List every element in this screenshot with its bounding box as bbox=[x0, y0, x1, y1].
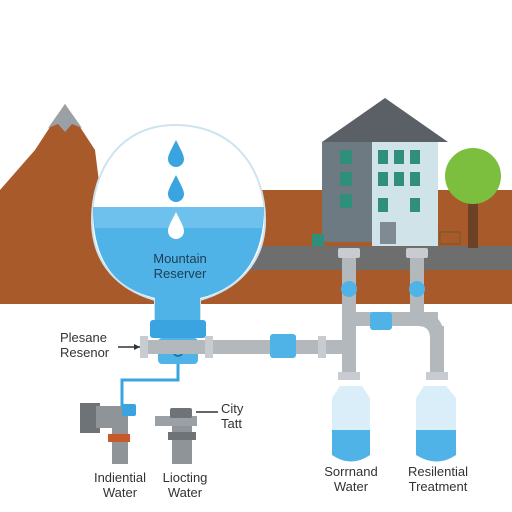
tank-icon bbox=[416, 386, 456, 462]
residential-treatment-label-line1: Resilential bbox=[408, 464, 468, 479]
residential-treatment-label-line2: Treatment bbox=[408, 479, 468, 494]
mountain-icon bbox=[0, 104, 100, 190]
surround-water-label-line1: Sorrnand bbox=[324, 464, 378, 479]
city-tank-label: City Tatt bbox=[221, 401, 243, 431]
house-icon bbox=[312, 98, 448, 246]
city-tank-label-line2: Tatt bbox=[221, 416, 242, 431]
water-drop-icon bbox=[168, 140, 184, 167]
pressure-arrow bbox=[118, 344, 140, 350]
reservoir-label-line1: Mountain bbox=[153, 251, 207, 266]
pressure-label: Plesane Resenor bbox=[60, 330, 109, 360]
surround-water-label-line2: Water bbox=[333, 479, 369, 494]
water-drop-icon bbox=[168, 212, 184, 239]
industrial-water-label: Indiential Water bbox=[80, 470, 160, 500]
reservoir-label-line2: Reserver bbox=[153, 266, 207, 281]
water-drops bbox=[168, 140, 184, 239]
lifting-water-label-line2: Water bbox=[167, 485, 203, 500]
residential-treatment-label: Resilential Treatment bbox=[390, 464, 486, 494]
pressure-label-line1: Plesane bbox=[60, 330, 107, 345]
tree-icon bbox=[439, 148, 501, 248]
city-tank-label-line1: City bbox=[221, 401, 244, 416]
blue-connector bbox=[120, 364, 180, 410]
road bbox=[230, 246, 512, 270]
reservoir-label: Mountain Reserver bbox=[130, 251, 230, 281]
pipe-network bbox=[140, 248, 448, 380]
lifting-pump bbox=[155, 408, 197, 464]
lifting-water-label-line1: Liocting bbox=[162, 470, 208, 485]
pressure-label-line2: Resenor bbox=[60, 345, 110, 360]
industrial-water-label-line2: Water bbox=[102, 485, 138, 500]
surround-water-label: Sorrnand Water bbox=[311, 464, 391, 494]
industrial-water-label-line1: Indiential bbox=[93, 470, 147, 485]
water-drop-icon bbox=[168, 175, 184, 202]
lifting-water-label: Liocting Water bbox=[145, 470, 225, 500]
industrial-pump bbox=[80, 403, 136, 464]
tank-icon bbox=[332, 386, 370, 462]
